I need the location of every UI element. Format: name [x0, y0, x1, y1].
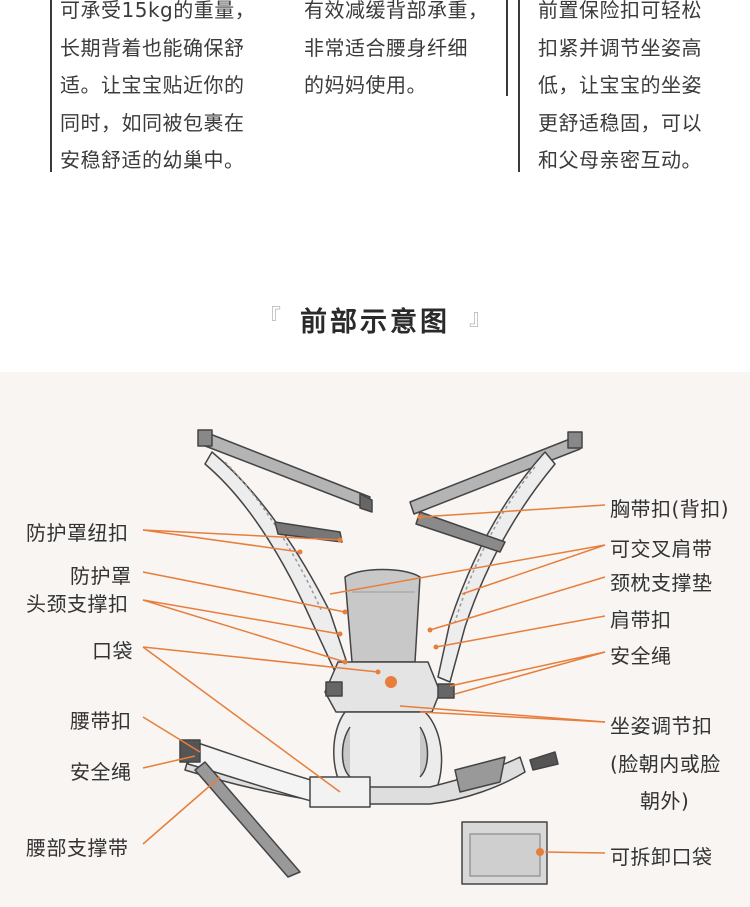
- label-pocket: 口袋: [92, 639, 133, 663]
- text-line: 和父母亲密互动。: [538, 148, 702, 172]
- intro-column-3: 前置保险扣可轻松 扣紧并调节坐姿高 低，让宝宝的坐姿 更舒适稳固，可以 和父母亲…: [518, 0, 740, 172]
- label-seat-adjuster-note-2: 朝外): [640, 789, 690, 813]
- intro-text-2: 有效减缓背部承重， 非常适合腰身纤细 的妈妈使用。: [286, 0, 506, 105]
- text-line: 有效减缓背部承重，: [304, 0, 489, 22]
- text-line: 前置保险扣可轻松: [538, 0, 702, 22]
- label-shoulder-buckle: 肩带扣: [610, 608, 672, 632]
- intro-column-2: 有效减缓背部承重， 非常适合腰身纤细 的妈妈使用。: [286, 0, 508, 97]
- intro-text-3: 前置保险扣可轻松 扣紧并调节坐姿高 低，让宝宝的坐姿 更舒适稳固，可以 和父母亲…: [520, 0, 740, 180]
- intro-column-1: 可承受15kg的重量， 长期背着也能确保舒 适。让宝宝贴近你的 同时，如同被包裹…: [50, 0, 272, 172]
- text-line: 长期背着也能确保舒: [60, 35, 245, 60]
- text-line: 同时，如同被包裹在: [60, 110, 245, 135]
- text-line: 的妈妈使用。: [304, 73, 427, 97]
- section-title: 前部示意图: [300, 307, 450, 338]
- carrier-illustration: [142, 429, 606, 885]
- text-line: 更舒适稳固，可以: [538, 110, 702, 135]
- label-safety-cord-left: 安全绳: [70, 760, 132, 784]
- label-hood-buttons: 防护罩纽扣: [26, 521, 129, 545]
- section-heading: 『 前部示意图 』: [0, 300, 750, 339]
- text-line: 可承受15kg的重量，: [60, 0, 256, 22]
- label-waist-buckle: 腰带扣: [70, 709, 132, 733]
- carrier-diagram: 防护罩纽扣 防护罩 头颈支撑扣 口袋 腰带扣 安全绳 腰部支撑带 胸带扣(背扣)…: [0, 372, 750, 907]
- label-chest-buckle: 胸带扣(背扣): [610, 497, 730, 521]
- label-neck-pad: 颈枕支撑垫: [610, 571, 713, 595]
- label-detachable-pocket: 可拆卸口袋: [610, 845, 713, 869]
- bracket-open: 『: [258, 306, 281, 331]
- label-cross-straps: 可交叉肩带: [610, 537, 713, 561]
- text-line: 适。让宝宝贴近你的: [60, 73, 245, 97]
- label-waist-belt: 腰部支撑带: [26, 836, 129, 860]
- intro-text-1: 可承受15kg的重量， 长期背着也能确保舒 适。让宝宝贴近你的 同时，如同被包裹…: [52, 0, 272, 180]
- label-seat-adjuster: 坐姿调节扣: [610, 714, 713, 738]
- text-line: 非常适合腰身纤细: [304, 35, 468, 60]
- label-safety-cord-right: 安全绳: [610, 644, 672, 668]
- label-hood: 防护罩: [70, 564, 132, 588]
- bracket-close: 』: [469, 306, 492, 331]
- text-line: 低，让宝宝的坐姿: [538, 73, 702, 97]
- label-head-support-buckle: 头颈支撑扣: [26, 592, 129, 616]
- text-line: 安稳舒适的幼巢中。: [60, 148, 245, 172]
- label-seat-adjuster-note: (脸朝内或脸: [610, 752, 721, 776]
- text-line: 扣紧并调节坐姿高: [538, 35, 702, 60]
